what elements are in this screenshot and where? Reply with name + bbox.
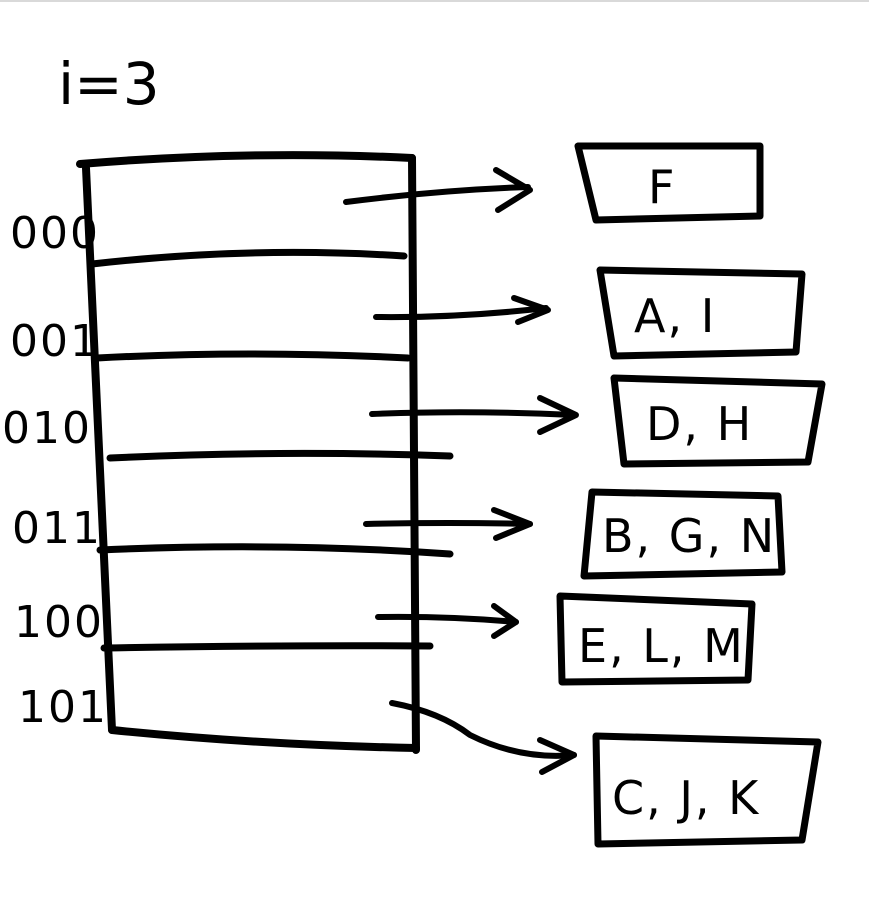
row-divider: [106, 449, 454, 462]
bucket: D, H: [610, 374, 826, 468]
pointer-arrow: [363, 507, 533, 541]
table-bottom-border: [108, 726, 420, 752]
row-divider: [96, 543, 454, 558]
top-border: [0, 0, 869, 2]
row-divider: [88, 248, 408, 268]
index-label: 100: [14, 597, 104, 648]
pointer-arrow: [375, 603, 519, 639]
pointer-arrow: [343, 167, 533, 213]
title-global-depth: i=3: [58, 50, 160, 118]
index-label: 010: [2, 403, 92, 454]
directory-table: [76, 151, 454, 754]
bucket-label: B, G, N: [602, 509, 776, 563]
pointer-arrow: [373, 295, 551, 325]
index-label: 001: [10, 316, 100, 367]
bucket: F: [574, 142, 764, 224]
bucket-label: A, I: [634, 289, 716, 343]
index-label: 011: [12, 503, 102, 554]
index-label: 101: [18, 682, 108, 733]
bucket: C, J, K: [592, 732, 822, 848]
bucket-label: E, L, M: [578, 619, 745, 673]
table-top-border: [76, 151, 416, 168]
bucket-label: F: [648, 160, 676, 214]
bucket: B, G, N: [580, 488, 786, 580]
bucket: A, I: [596, 266, 806, 360]
pointer-arrow: [369, 395, 579, 435]
pointer-arrow: [389, 700, 577, 775]
index-label: 000: [10, 208, 100, 259]
row-divider: [100, 642, 434, 652]
bucket-label: D, H: [646, 397, 753, 451]
bucket: E, L, M: [556, 592, 756, 686]
row-divider: [93, 350, 412, 362]
bucket-label: C, J, K: [612, 771, 760, 825]
